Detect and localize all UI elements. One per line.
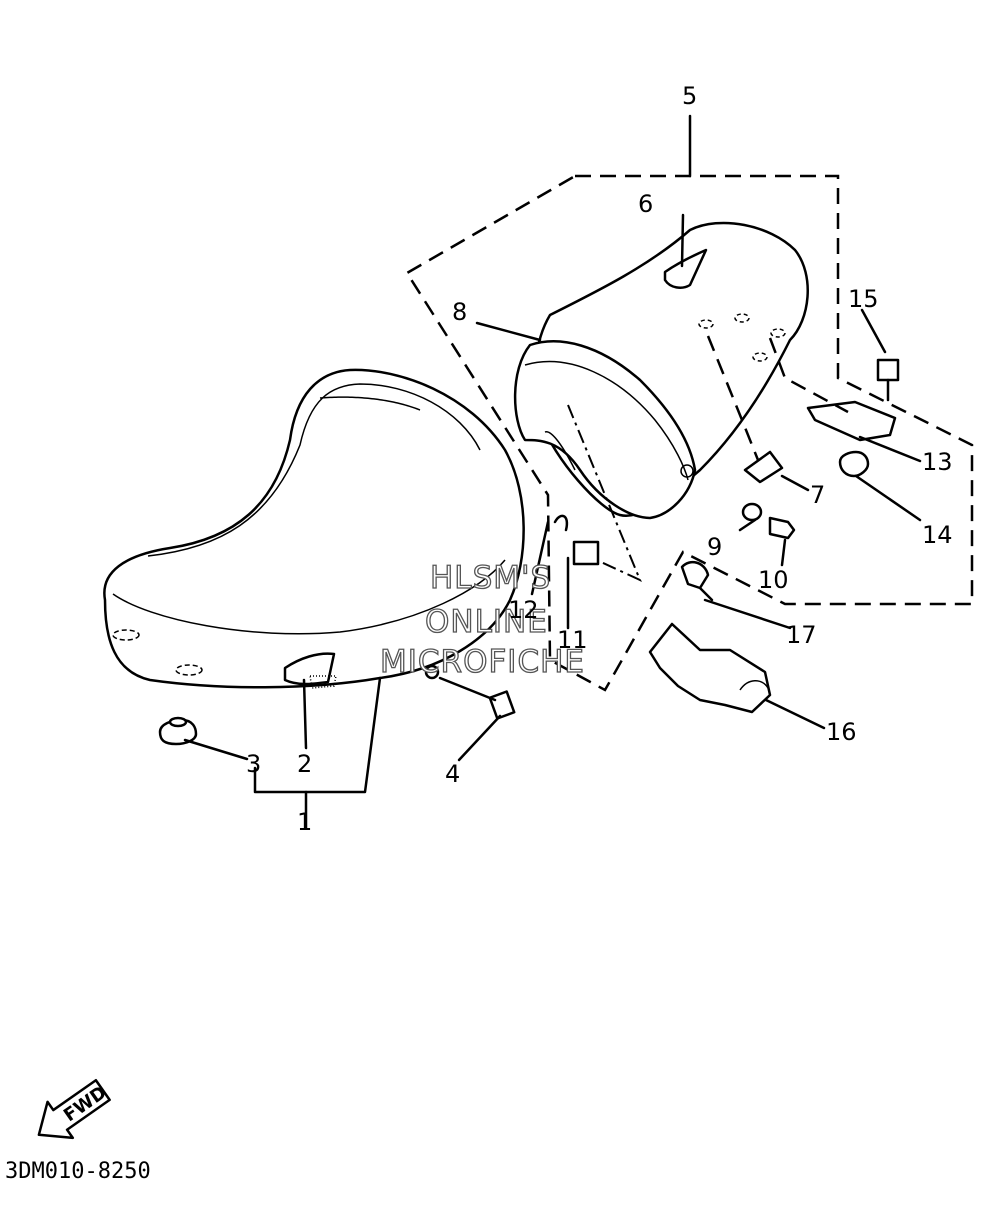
svg-text:HLSM'S: HLSM'S xyxy=(430,560,551,596)
callout-10: 10 xyxy=(758,566,789,594)
callout-15: 15 xyxy=(848,285,879,313)
fwd-arrow-icon: FWD xyxy=(37,1078,111,1140)
callout-16: 16 xyxy=(826,718,857,746)
callout-4: 4 xyxy=(445,760,460,788)
callout-9: 9 xyxy=(707,533,722,561)
front-seat xyxy=(103,368,525,689)
hardware-parts xyxy=(158,358,900,746)
callout-6: 6 xyxy=(638,190,653,218)
callout-8: 8 xyxy=(452,298,467,326)
callout-14: 14 xyxy=(922,521,953,549)
callout-2: 2 xyxy=(297,750,312,778)
callout-3: 3 xyxy=(246,750,261,778)
rear-seat xyxy=(513,221,809,582)
callout-1: 1 xyxy=(297,808,312,836)
watermark: HLSM'S ONLINE MICROFICHE xyxy=(379,559,585,680)
callout-11: 11 xyxy=(557,626,588,654)
assembly-5-dashed-boundary xyxy=(405,174,974,692)
svg-text:MICROFICHE: MICROFICHE xyxy=(380,644,585,680)
svg-text:ONLINE: ONLINE xyxy=(425,604,548,640)
callout-13: 13 xyxy=(922,448,953,476)
callout-labels: 1 2 3 4 5 6 7 8 9 10 11 12 13 14 15 16 1… xyxy=(246,82,953,836)
leader-lines xyxy=(183,213,922,830)
callout-17: 17 xyxy=(786,621,817,649)
drawing-code: 3DM010-8250 xyxy=(5,1159,151,1184)
callout-7: 7 xyxy=(810,481,825,509)
callout-12: 12 xyxy=(508,596,539,624)
callout-5: 5 xyxy=(682,82,697,110)
